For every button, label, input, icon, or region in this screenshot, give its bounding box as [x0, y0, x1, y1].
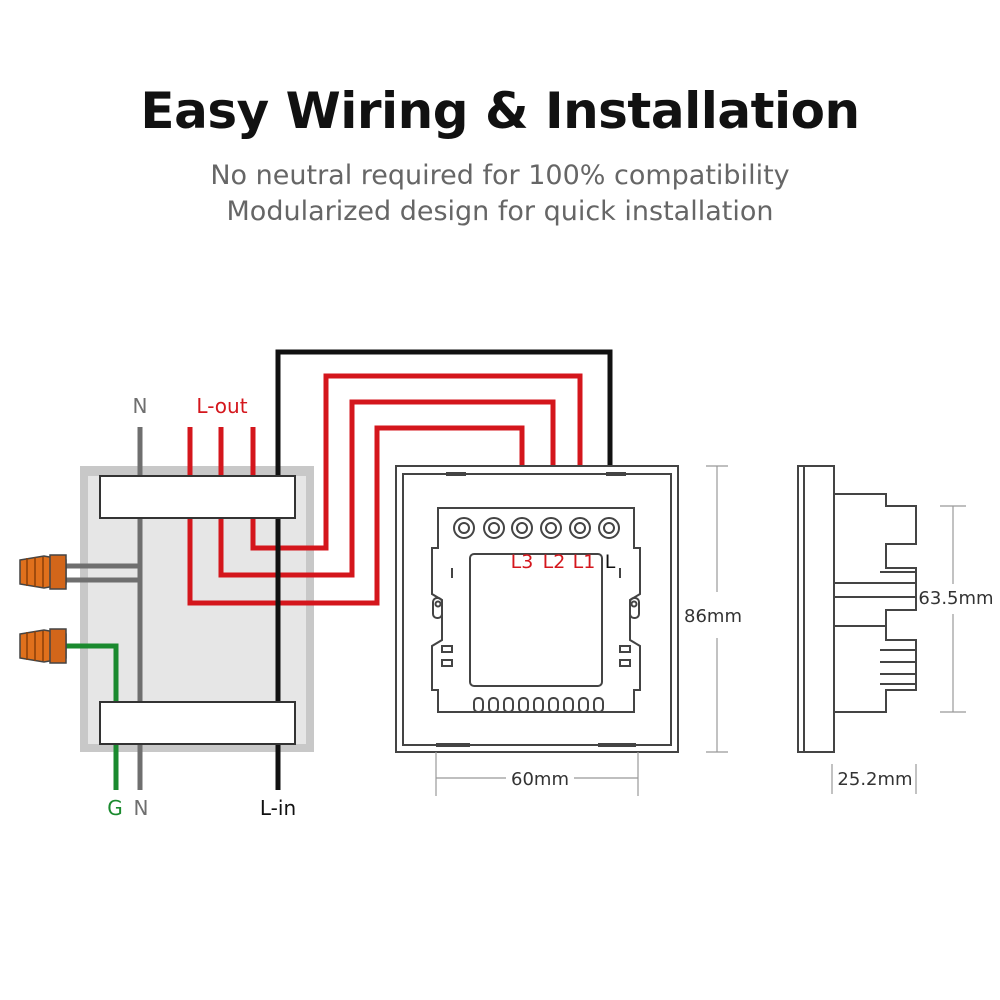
page-title: Easy Wiring & Installation: [140, 82, 860, 140]
switch-side-module: [833, 493, 917, 713]
dimension-depth: 25.2mm: [837, 769, 912, 790]
load-wires: [187, 373, 583, 606]
dimension-module-height: 63.5mm: [918, 588, 993, 609]
subtitle-neutral: No neutral required for 100% compatibili…: [210, 160, 790, 191]
label-terminal-l: L: [605, 551, 616, 573]
label-terminal-l2: L2: [543, 551, 566, 573]
load-out-stubs: [187, 427, 256, 476]
subtitle-modular: Modularized design for quick installatio…: [226, 196, 774, 227]
label-terminal-l3: L3: [511, 551, 534, 573]
switch-terminals: [453, 517, 620, 539]
switch-panel-inner: [402, 473, 672, 746]
dimension-lines-front: [435, 465, 728, 796]
switch-module-body: [431, 507, 641, 713]
load-wire-l3: [187, 425, 525, 606]
switch-side-view: [797, 465, 917, 753]
dimension-height: 86mm: [684, 606, 742, 627]
label-ground: G: [107, 796, 123, 820]
wire-connector-ground: [19, 628, 67, 664]
label-neutral-top: N: [133, 394, 148, 418]
junction-box-inner: [88, 476, 306, 744]
load-wire-l2: [218, 399, 556, 578]
dimension-lines-side: [831, 505, 966, 794]
label-line-in: L-in: [260, 796, 296, 820]
wire-connector-neutral: [19, 554, 67, 590]
label-neutral-bottom: N: [134, 796, 149, 820]
switch-module-window: [469, 553, 603, 687]
switch-bottom-contacts: [473, 697, 604, 713]
label-terminal-l1: L1: [573, 551, 596, 573]
label-load-out: L-out: [196, 394, 247, 418]
dimension-width: 60mm: [511, 769, 569, 790]
terminal-bar-bottom: [99, 701, 296, 745]
load-wire-l1: [250, 373, 583, 551]
line-in-wire: [275, 349, 613, 790]
terminal-bar-top: [99, 475, 296, 519]
